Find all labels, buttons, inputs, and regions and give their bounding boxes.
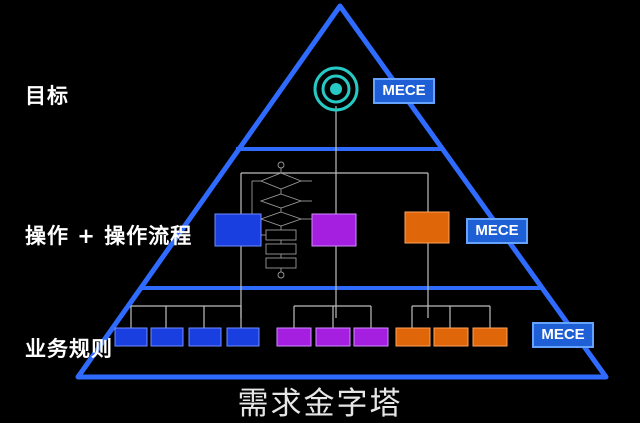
rule-blocks-orange <box>395 327 508 347</box>
diagram-caption: 需求金字塔 <box>237 386 403 422</box>
level-label-rules: 业务规则 <box>25 337 113 361</box>
rule-blocks-purple <box>276 327 389 347</box>
target-icon <box>313 66 359 112</box>
level-label-operations: 操作 + 操作流程 <box>25 224 193 248</box>
level-label-goal: 目标 <box>25 84 69 108</box>
rule-blocks-blue <box>114 327 260 347</box>
mece-badge-goal: MECE <box>373 78 435 104</box>
mece-badge-operations: MECE <box>466 218 528 244</box>
mece-badge-rules: MECE <box>532 322 594 348</box>
process-block-blue <box>214 213 262 247</box>
connector-lines <box>130 106 491 328</box>
pyramid-outline <box>75 3 609 380</box>
process-block-purple <box>311 213 357 247</box>
process-block-orange <box>404 211 450 244</box>
